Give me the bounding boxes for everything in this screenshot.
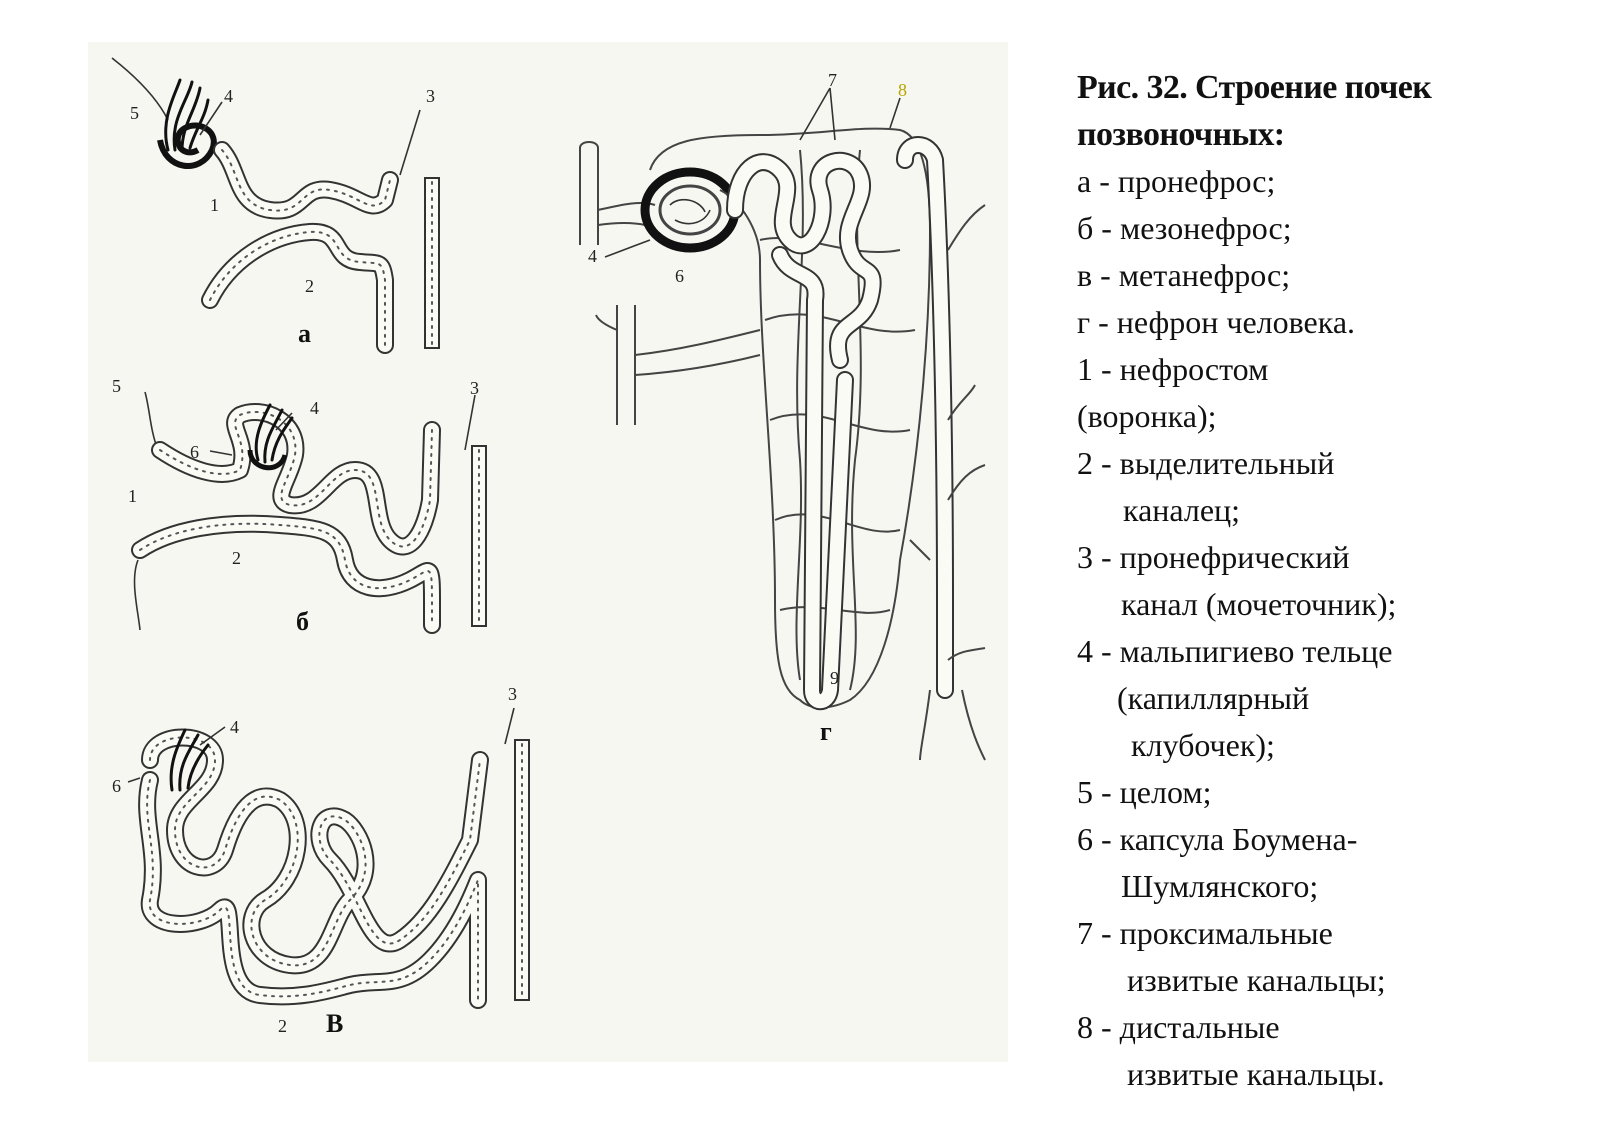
label-2-b: 2 xyxy=(232,548,241,568)
figure-legend: Рис. 32. Строение почек позвоночных: а -… xyxy=(1077,64,1587,1098)
legend-entry-number: 5 - целом; xyxy=(1077,774,1212,810)
label-1: 1 xyxy=(210,195,219,215)
label-6-b: 6 xyxy=(190,442,199,462)
legend-entry-number: 6 - капсула Боумена- xyxy=(1077,821,1358,857)
legend-entry-panel: в - метанефрос; xyxy=(1077,257,1291,293)
label-3-v: 3 xyxy=(508,684,517,704)
label-2: 2 xyxy=(305,276,314,296)
legend-entry-number: 1 - нефростом xyxy=(1077,351,1269,387)
legend-entry-continuation: (капиллярный xyxy=(1117,680,1310,716)
label-3-b: 3 xyxy=(470,378,479,398)
legend-entry-number: 4 - мальпигиево тельце xyxy=(1077,633,1393,669)
legend-entry-panel: а - пронефрос; xyxy=(1077,163,1276,199)
label-1-b: 1 xyxy=(128,486,137,506)
legend-entry-number: 3 - пронефрический xyxy=(1077,539,1350,575)
label-5-b: 5 xyxy=(112,376,121,396)
label-4-v: 4 xyxy=(230,717,239,737)
label-6-v: 6 xyxy=(112,776,121,796)
panel-letter-g: г xyxy=(820,717,832,746)
legend-entry-continuation: канал (мочеточник); xyxy=(1121,586,1397,622)
label-5: 5 xyxy=(130,103,139,123)
figure-title-line-1: Рис. 32. Строение почек xyxy=(1077,69,1432,106)
legend-entry-number: 8 - дистальные xyxy=(1077,1009,1280,1045)
panel-b-mesonephros: 5 4 3 6 1 2 б xyxy=(112,376,487,636)
legend-entry-number: 7 - проксимальные xyxy=(1077,915,1333,951)
label-8: 8 xyxy=(898,80,907,100)
panel-legend-list: а - пронефрос; б - мезонефрос; в - метанеф… xyxy=(1077,158,1587,346)
number-legend-list: 1 - нефростом (воронка); 2 - выделительный… xyxy=(1077,346,1587,1098)
legend-entry-panel: г - нефрон человека. xyxy=(1077,304,1356,340)
label-4: 4 xyxy=(224,86,233,106)
label-9: 9 xyxy=(830,668,839,688)
legend-entry-continuation: каналец; xyxy=(1123,492,1241,528)
legend-entry-continuation: извитые канальцы. xyxy=(1127,1056,1385,1092)
label-3: 3 xyxy=(426,86,435,106)
label-4-g: 4 xyxy=(588,246,597,266)
legend-entry-continuation: (воронка); xyxy=(1077,398,1217,434)
panel-letter-v: В xyxy=(326,1009,343,1038)
legend-entry-continuation: клубочек); xyxy=(1131,727,1275,763)
legend-entry-continuation: извитые канальцы; xyxy=(1127,962,1386,998)
panel-v-metanephros: 4 3 6 2 В xyxy=(112,684,530,1038)
label-2-v: 2 xyxy=(278,1016,287,1036)
legend-entry-number: 2 - выделительный xyxy=(1077,445,1335,481)
panel-letter-b: б xyxy=(296,607,309,636)
label-4-b: 4 xyxy=(310,398,319,418)
panel-a-pronephros: 5 4 3 1 2 а xyxy=(111,57,440,354)
panel-letter-a: а xyxy=(298,319,311,348)
label-6-g: 6 xyxy=(675,266,684,286)
figure-title-line-2: позвоночных: xyxy=(1077,116,1285,153)
legend-entry-continuation: Шумлянского; xyxy=(1121,868,1319,904)
legend-entry-panel: б - мезонефрос; xyxy=(1077,210,1292,246)
panel-g-human-nephron: 7 8 4 6 9 г xyxy=(579,70,986,761)
label-7: 7 xyxy=(828,70,837,90)
